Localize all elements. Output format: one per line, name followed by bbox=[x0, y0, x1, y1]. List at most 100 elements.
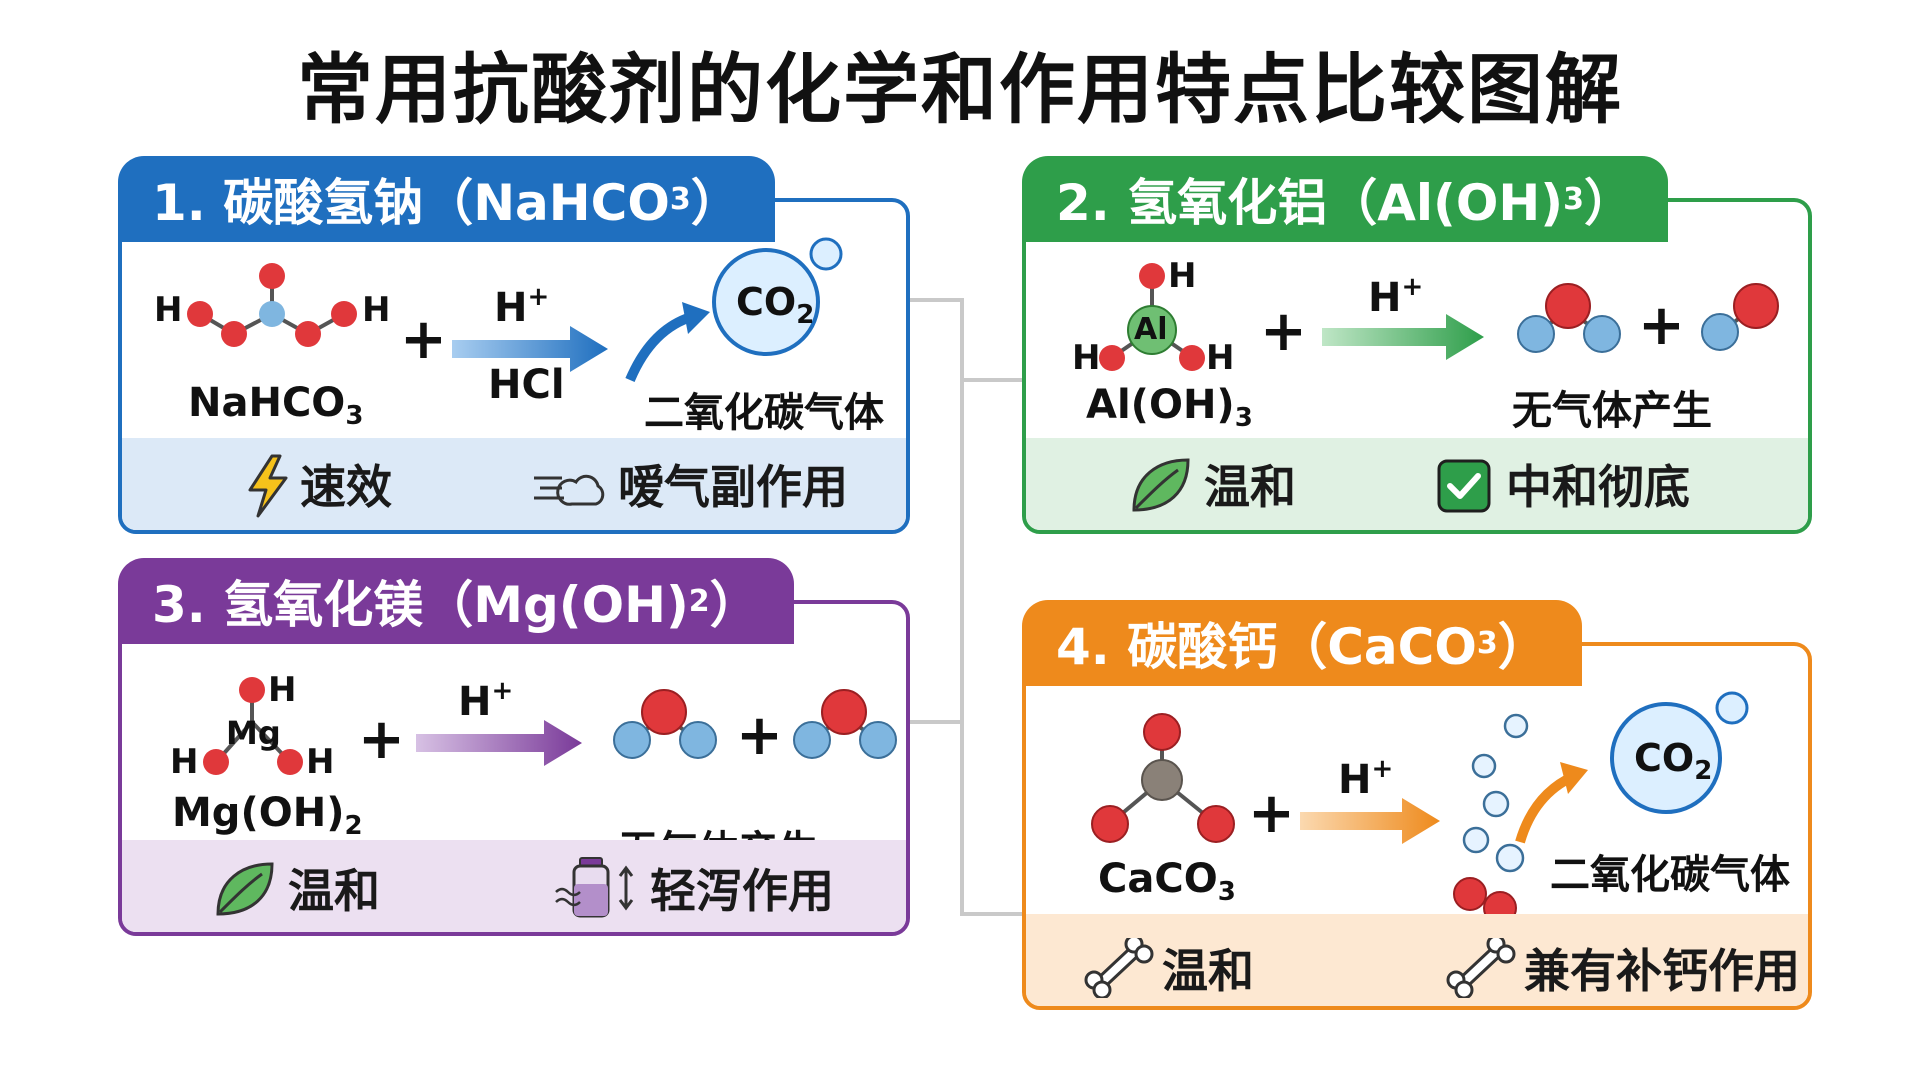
oxygen-atom bbox=[1099, 345, 1125, 371]
oxygen-atom bbox=[187, 301, 213, 327]
plus-sign: + bbox=[1260, 299, 1307, 364]
plus-sign: + bbox=[1638, 293, 1685, 358]
co2-bubble bbox=[712, 237, 843, 356]
oxygen-atom bbox=[259, 263, 285, 289]
feature-text: 嗳气副作用 bbox=[618, 460, 848, 514]
card-magnesium-hydroxide: 3. 氢氧化镁（Mg(OH)2） Mg H H H Mg(OH)2 + H+ + bbox=[118, 558, 910, 936]
reactant-label-sub: 3 bbox=[1217, 877, 1236, 907]
oxygen-atom bbox=[277, 749, 303, 775]
plus-sign: + bbox=[358, 707, 405, 772]
arrow-reagent: H+ bbox=[494, 282, 549, 331]
leaf-icon bbox=[216, 862, 274, 916]
card-title-sub: 2 bbox=[688, 583, 710, 619]
plus-sign: + bbox=[736, 703, 783, 768]
atom-label: H bbox=[1072, 338, 1101, 378]
carbon-atom bbox=[259, 301, 285, 327]
arrow-reagent-sup: + bbox=[1401, 272, 1424, 302]
product-label: 无气体产生 bbox=[1512, 388, 1712, 434]
card-title: 2. 氢氧化铝（Al(OH)3） bbox=[1022, 156, 1668, 242]
leaf-icon bbox=[1132, 458, 1190, 512]
card-title-end: ） bbox=[1583, 174, 1634, 232]
connector-line bbox=[960, 378, 1022, 382]
oh-molecule bbox=[1701, 283, 1779, 351]
oxygen-atom bbox=[331, 301, 357, 327]
reactant-label: NaHCO3 bbox=[188, 380, 363, 431]
feature-text: 中和彻底 bbox=[1506, 460, 1690, 514]
card-title-end: ） bbox=[709, 576, 760, 634]
mgoh2-molecule bbox=[203, 677, 303, 775]
arrow-reagent-text: H bbox=[1368, 275, 1402, 321]
lightning-icon bbox=[248, 454, 288, 518]
laxative-bottle-icon bbox=[555, 857, 634, 918]
oxygen-atom bbox=[1179, 345, 1205, 371]
center-atom-label: Al bbox=[1134, 312, 1168, 347]
feature-text: 温和 bbox=[1204, 460, 1296, 514]
feature-text: 速效 bbox=[300, 460, 392, 514]
center-atom-label: Mg bbox=[226, 714, 281, 752]
reactant-label-text: Al(OH) bbox=[1086, 382, 1235, 428]
reactant-label-text: Mg(OH) bbox=[172, 790, 345, 836]
caco3-molecule bbox=[1091, 713, 1235, 843]
aloh3-molecule bbox=[1099, 263, 1205, 371]
oxygen-atom bbox=[221, 321, 247, 347]
reaction-arrow bbox=[1300, 798, 1440, 844]
calcium-atom bbox=[1141, 759, 1183, 801]
atom-label: H bbox=[1206, 338, 1235, 378]
arrow-reagent: H+ bbox=[1368, 272, 1423, 321]
feature-text: 温和 bbox=[288, 864, 380, 918]
bone-icon bbox=[1084, 938, 1154, 998]
arrow-reagent-bottom: HCl bbox=[488, 362, 565, 408]
arrow-reagent-sup: + bbox=[527, 282, 550, 312]
co2-bubble-label: CO2 bbox=[1634, 736, 1712, 786]
atom-label: H bbox=[268, 670, 297, 710]
plus-sign: + bbox=[1248, 781, 1295, 846]
water-molecule bbox=[1517, 283, 1621, 353]
card-title-text: 1. 碳酸氢钠（NaHCO bbox=[152, 174, 670, 232]
co2-sub: 2 bbox=[796, 300, 815, 330]
atom-label: H bbox=[1168, 256, 1197, 296]
feature-band bbox=[1026, 914, 1808, 1006]
card-title-text: 3. 氢氧化镁（Mg(OH) bbox=[152, 576, 689, 634]
aluminum-atom bbox=[1127, 305, 1177, 355]
oxygen-atom bbox=[239, 677, 265, 703]
product-label: 二氧化碳气体 bbox=[1550, 852, 1790, 898]
reaction-arrow bbox=[452, 326, 608, 372]
co2-bubble-label: CO2 bbox=[736, 280, 814, 330]
arrow-reagent-sup: + bbox=[491, 676, 514, 706]
checkbox-icon bbox=[1437, 459, 1491, 513]
oxygen-atom bbox=[1091, 805, 1129, 843]
card-title: 3. 氢氧化镁（Mg(OH)2） bbox=[118, 558, 794, 644]
page-title: 常用抗酸剂的化学和作用特点比较图解 bbox=[297, 45, 1623, 134]
co2-text: CO bbox=[1634, 736, 1695, 780]
water-molecule bbox=[793, 689, 897, 759]
oxygen-atom bbox=[203, 749, 229, 775]
feature-text: 温和 bbox=[1162, 944, 1254, 998]
atom-label: H bbox=[306, 742, 335, 782]
oxygen-atom bbox=[1143, 713, 1181, 751]
curved-arrow-icon bbox=[625, 302, 710, 382]
card-title-sub: 3 bbox=[1563, 181, 1584, 217]
reactant-label-text: CaCO bbox=[1098, 856, 1218, 902]
connector-line bbox=[960, 298, 964, 914]
feature-text: 兼有补钙作用 bbox=[1524, 944, 1800, 998]
arrow-reagent: H+ bbox=[458, 676, 513, 725]
connector-line bbox=[910, 298, 962, 302]
feature-text: 轻泻作用 bbox=[650, 864, 834, 918]
card-title-text: 4. 碳酸钙（CaCO bbox=[1056, 618, 1477, 676]
card-title-text: 2. 氢氧化铝（Al(OH) bbox=[1056, 174, 1564, 232]
product-label: 二氧化碳气体 bbox=[644, 390, 884, 436]
reactant-label-sub: 3 bbox=[345, 401, 364, 431]
reactant-label-sub: 3 bbox=[1234, 403, 1253, 433]
reactant-label-text: NaHCO bbox=[188, 380, 346, 426]
oxygen-atom bbox=[295, 321, 321, 347]
atom-label: H bbox=[362, 290, 391, 330]
reactant-label: CaCO3 bbox=[1098, 856, 1236, 907]
curved-arrow-icon bbox=[1515, 762, 1588, 844]
arrow-reagent-text: H bbox=[494, 285, 528, 331]
oxygen-atom bbox=[1197, 805, 1235, 843]
arrow-reagent-text: H bbox=[1338, 757, 1372, 803]
bone-icon bbox=[1446, 938, 1516, 998]
